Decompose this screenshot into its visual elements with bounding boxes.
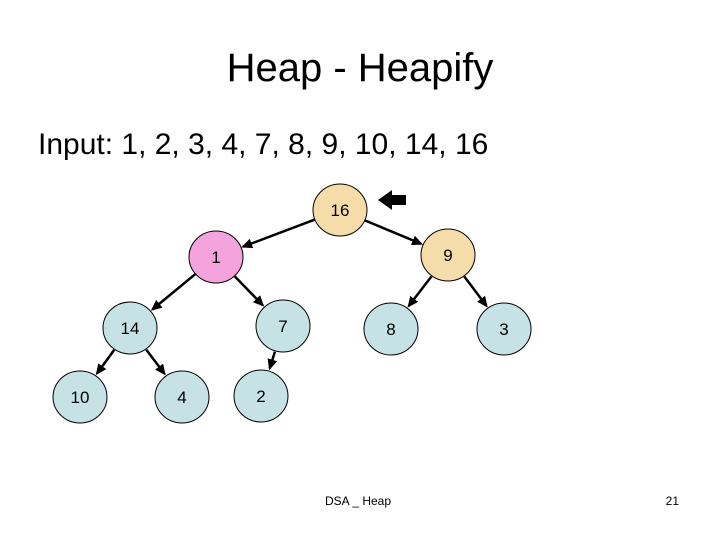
tree-node-circle-8: [363, 302, 419, 356]
tree-edge-9-3: [463, 275, 488, 308]
tree-node-circle-10: [52, 370, 108, 424]
slide-title: Heap - Heapify: [226, 46, 494, 90]
tree-node-1: 1: [188, 230, 244, 284]
tree-node-circle-4: [154, 370, 210, 424]
tree-node-value-4: 4: [177, 388, 186, 407]
tree-edge-14-10: [95, 349, 116, 376]
page-number: 21: [665, 494, 679, 508]
tree-node-value-8: 8: [386, 320, 395, 339]
tree-node-14: 14: [102, 301, 158, 355]
tree-edge-7-2: [267, 351, 278, 371]
tree-node-value-10: 10: [71, 388, 90, 407]
tree-node-circle-14: [102, 301, 158, 355]
tree-node-7: 7: [255, 299, 311, 353]
tree-node-16: 16: [312, 183, 368, 237]
tree-nodes-layer: 16 1 9 14 7 8 3 10 4 2: [52, 183, 532, 424]
tree-node-value-1: 1: [211, 248, 220, 267]
tree-edge-16-9: [364, 219, 424, 245]
tree-node-circle-3: [476, 302, 532, 356]
tree-edge-14-4: [145, 348, 166, 376]
tree-node-value-14: 14: [121, 319, 140, 338]
pointer-layer: [378, 190, 406, 210]
tree-node-9: 9: [420, 228, 476, 282]
tree-node-3: 3: [476, 302, 532, 356]
tree-node-circle-1: [188, 230, 244, 284]
tree-node-value-2: 2: [256, 387, 265, 406]
tree-node-value-9: 9: [443, 246, 452, 265]
tree-node-10: 10: [52, 370, 108, 424]
tree-node-circle-2: [233, 369, 289, 423]
tree-node-circle-7: [255, 299, 311, 353]
tree-edge-9-8: [407, 275, 433, 308]
tree-node-2: 2: [233, 369, 289, 423]
tree-node-value-3: 3: [499, 320, 508, 339]
tree-node-4: 4: [154, 370, 210, 424]
tree-edge-16-1: [241, 218, 316, 249]
tree-edge-1-14: [150, 273, 196, 311]
current-node-pointer-arrow-icon: [378, 190, 406, 210]
tree-node-circle-9: [420, 228, 476, 282]
tree-node-value-16: 16: [331, 201, 350, 220]
tree-node-value-7: 7: [278, 317, 287, 336]
tree-edge-1-7: [233, 275, 265, 307]
footer-text: DSA _ Heap: [324, 494, 392, 508]
tree-node-8: 8: [363, 302, 419, 356]
tree-edges-layer: [95, 218, 488, 376]
input-sequence-text: Input: 1, 2, 3, 4, 7, 8, 9, 10, 14, 16: [38, 128, 489, 161]
tree-node-circle-16: [312, 183, 368, 237]
